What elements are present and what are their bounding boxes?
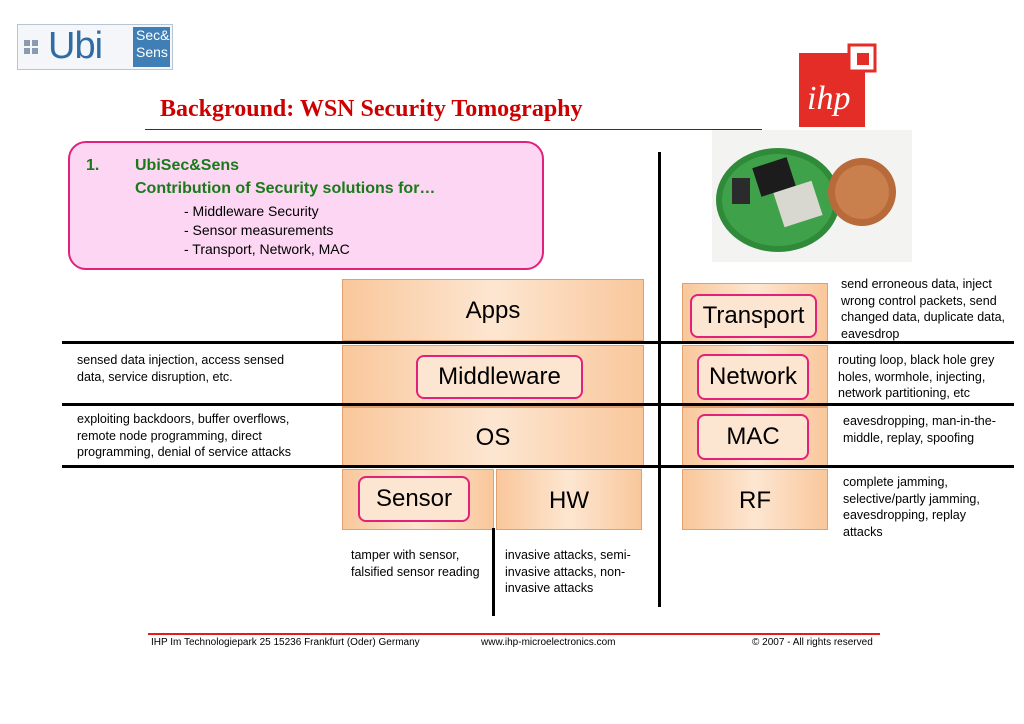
contribution-number: 1. — [86, 157, 100, 174]
layer-hw: HW — [496, 469, 642, 530]
ihp-logo-text: ihp — [807, 80, 850, 117]
attacks-rf: complete jamming, selective/partly jammi… — [843, 475, 980, 539]
contribution-item: - Transport, Network, MAC — [184, 241, 350, 257]
footer-url[interactable]: www.ihp-microelectronics.com — [481, 637, 616, 648]
separator-line — [62, 465, 1014, 468]
title-divider — [145, 129, 762, 130]
logo-sens-line: Sens — [136, 44, 168, 60]
layer-transport: Transport — [690, 294, 817, 338]
vertical-separator — [492, 528, 495, 616]
layer-apps: Apps — [342, 279, 644, 341]
dots-icon — [24, 40, 44, 60]
attacks-transport: send erroneous data, inject wrong contro… — [841, 277, 1006, 341]
contribution-subheading: Contribution of Security solutions for… — [135, 180, 436, 197]
layer-os: OS — [342, 407, 644, 467]
attacks-middleware: sensed data injection, access sensed dat… — [77, 353, 285, 384]
attacks-sensor: tamper with sensor, falsified sensor rea… — [351, 548, 480, 579]
contribution-heading: UbiSec&Sens — [135, 157, 240, 174]
sensor-node-photo — [712, 130, 912, 262]
layer-middleware: Middleware — [416, 355, 583, 399]
layer-network: Network — [697, 354, 809, 400]
separator-line — [62, 403, 1014, 406]
footer-divider — [148, 633, 880, 635]
logo-sec-line: Sec& — [136, 27, 170, 43]
contribution-item: - Middleware Security — [184, 203, 319, 219]
contribution-box — [68, 141, 544, 270]
logo-secsens-text: Sec& Sens — [133, 27, 170, 67]
separator-line — [62, 341, 1014, 344]
attacks-hw: invasive attacks, semi-invasive attacks,… — [505, 548, 631, 595]
logo-ubi-text: Ubi — [48, 25, 103, 67]
ihp-logo: ihp — [799, 43, 877, 127]
footer-address: IHP Im Technologiepark 25 15236 Frankfur… — [151, 637, 420, 648]
contribution-item: - Sensor measurements — [184, 222, 334, 238]
layer-mac: MAC — [697, 414, 809, 460]
page-title: Background: WSN Security Tomography — [160, 96, 583, 122]
layer-sensor: Sensor — [358, 476, 470, 522]
footer-copyright: © 2007 - All rights reserved — [752, 637, 873, 648]
attacks-mac: eavesdropping, man-in-the-middle, replay… — [843, 414, 996, 445]
attacks-os: exploiting backdoors, buffer overflows, … — [77, 412, 291, 459]
vertical-separator — [658, 152, 661, 607]
layer-rf: RF — [682, 469, 828, 530]
ubisecsens-logo: Ubi Sec& Sens — [17, 24, 173, 70]
attacks-network: routing loop, black hole grey holes, wor… — [838, 353, 995, 400]
